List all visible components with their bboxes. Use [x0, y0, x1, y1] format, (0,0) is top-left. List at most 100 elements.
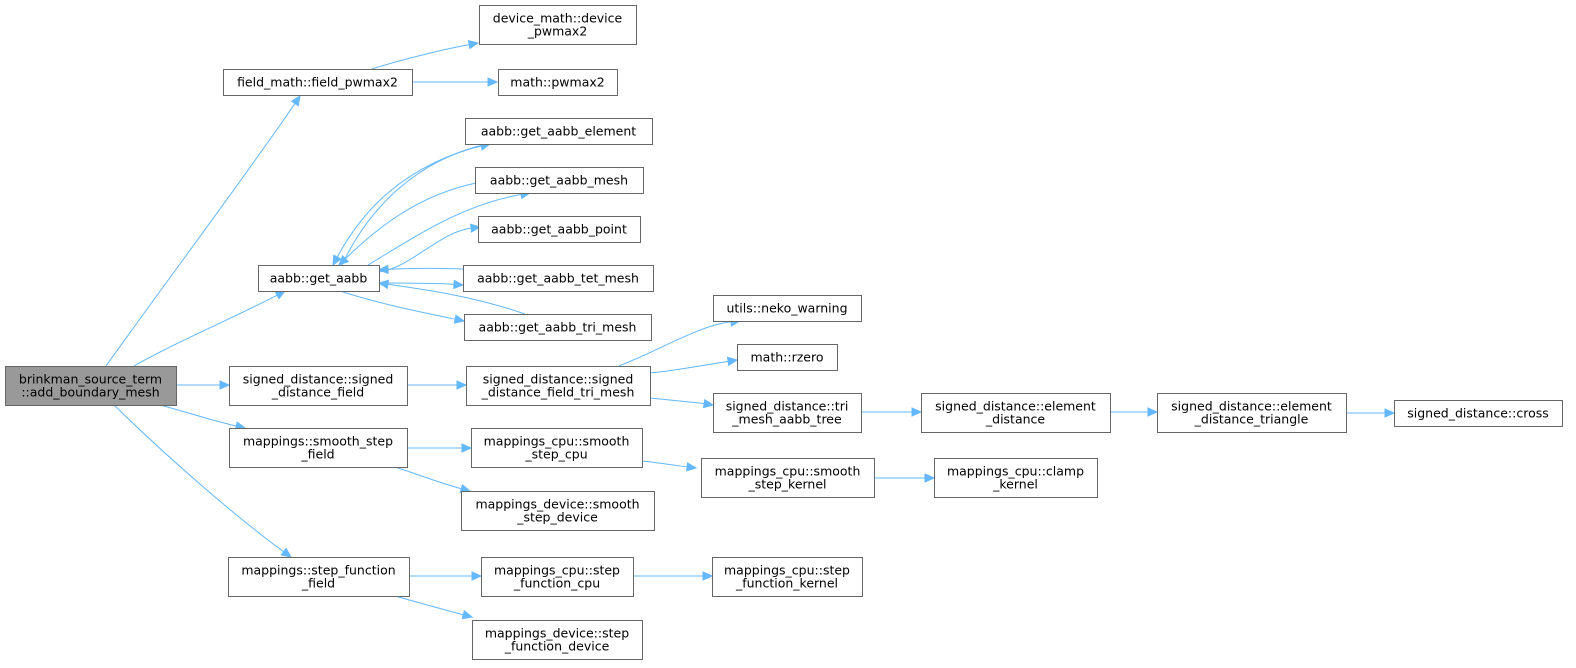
node-rzero[interactable]: math::rzero — [737, 344, 838, 371]
edge-line — [339, 290, 456, 320]
node-element-distance-triangle[interactable]: signed_distance::element_distance_triang… — [1157, 393, 1347, 433]
arrow-head-icon — [467, 40, 480, 50]
edge-line — [371, 44, 470, 70]
node-smooth-step-field[interactable]: mappings::smooth_step_field — [229, 428, 408, 468]
arrow-head-icon — [280, 547, 292, 558]
edge-line — [387, 283, 526, 315]
node-get-aabb-point[interactable]: aabb::get_aabb_point — [478, 216, 641, 243]
node-label: aabb::get_aabb — [270, 271, 368, 286]
node-box — [701, 458, 875, 498]
node-box — [498, 69, 618, 96]
node-signed-distance-field[interactable]: signed_distance::signed_distance_field — [229, 366, 408, 406]
edge-root-to-step-function-field — [113, 404, 292, 558]
node-box — [478, 216, 641, 243]
edge-line — [618, 321, 732, 367]
arrow-head-icon — [274, 290, 287, 300]
node-box — [464, 314, 652, 341]
arrow-head-icon — [726, 356, 739, 367]
edge-line — [649, 397, 705, 405]
node-box — [481, 557, 634, 597]
edge-smooth-step-field-to-smooth-step-cpu — [407, 443, 473, 453]
node-root: brinkman_source_term::add_boundary_mesh — [5, 366, 177, 406]
edge-smooth-step-kernel-to-clamp-kernel — [874, 473, 936, 483]
node-label: mappings_device::step — [485, 626, 629, 641]
edge-root-to-field-pwmax2 — [105, 94, 301, 367]
node-label: _distance — [985, 412, 1046, 427]
node-sdf-tri-mesh[interactable]: signed_distance::signed_distance_field_t… — [466, 366, 651, 406]
edge-element-distance-to-element-distance-triangle — [1110, 407, 1159, 417]
node-get-aabb-tet-mesh[interactable]: aabb::get_aabb_tet_mesh — [463, 265, 654, 292]
edge-element-distance-triangle-to-cross — [1345, 408, 1396, 418]
node-box — [471, 428, 643, 468]
node-label: mappings_device::smooth — [475, 497, 639, 512]
node-label: _field — [301, 576, 335, 591]
edge-tri-mesh-aabb-tree-to-element-distance — [861, 407, 923, 417]
node-label: mappings_cpu::step — [494, 563, 620, 578]
node-smooth-step-cpu[interactable]: mappings_cpu::smooth_step_cpu — [471, 428, 643, 468]
node-device-pwmax2[interactable]: device_math::device_pwmax2 — [479, 5, 637, 45]
node-box — [934, 458, 1098, 498]
node-element-distance[interactable]: signed_distance::element_distance — [921, 393, 1111, 433]
node-label: _function_device — [504, 639, 610, 654]
node-label: _distance_field_tri_mesh — [481, 385, 635, 400]
edge-get-aabb-to-get-aabb-point — [378, 223, 482, 273]
arrow-head-icon — [702, 398, 715, 409]
node-label: _mesh_aabb_tree — [731, 412, 842, 427]
edge-get-aabb-element-to-get-aabb — [332, 142, 491, 267]
node-label: _distance_triangle — [1194, 412, 1309, 427]
arrow-head-icon — [332, 254, 342, 267]
node-label: signed_distance::signed — [243, 372, 394, 387]
edge-line — [336, 142, 491, 258]
arrow-head-icon — [461, 609, 474, 620]
edge-step-function-cpu-to-step-function-kernel — [633, 571, 714, 581]
arrow-head-icon — [1384, 408, 1396, 418]
node-label: mappings::step_function — [241, 563, 395, 578]
arrow-head-icon — [1147, 407, 1159, 417]
nodes-layer: brinkman_source_term::add_boundary_mesh f… — [5, 5, 1563, 660]
node-label: _function_cpu — [513, 576, 600, 591]
node-label: _step_device — [516, 510, 598, 525]
edge-line — [105, 103, 296, 367]
node-get-aabb[interactable]: aabb::get_aabb — [258, 265, 380, 292]
node-get-aabb-element[interactable]: aabb::get_aabb_element — [465, 118, 653, 145]
node-label: signed_distance::cross — [1407, 406, 1549, 421]
edge-get-aabb-to-get-aabb-element — [341, 141, 492, 266]
edge-sdf-tri-mesh-to-tri-mesh-aabb-tree — [649, 397, 715, 409]
node-label: signed_distance::tri — [726, 399, 849, 414]
node-box — [921, 393, 1111, 433]
node-step-function-kernel[interactable]: mappings_cpu::step_function_kernel — [712, 557, 863, 597]
node-box — [737, 344, 838, 371]
arrow-head-icon — [290, 94, 301, 107]
node-box — [461, 491, 655, 531]
node-box — [465, 118, 653, 145]
arrow-head-icon — [471, 571, 483, 581]
node-get-aabb-tri-mesh[interactable]: aabb::get_aabb_tri_mesh — [464, 314, 652, 341]
node-step-function-cpu[interactable]: mappings_cpu::step_function_cpu — [481, 557, 634, 597]
node-box — [472, 620, 643, 660]
node-math-pwmax2[interactable]: math::pwmax2 — [498, 69, 618, 96]
edge-field-pwmax2-to-math-pwmax2 — [412, 77, 499, 87]
node-step-function-field[interactable]: mappings::step_function_field — [228, 557, 410, 597]
node-box — [229, 366, 408, 406]
node-tri-mesh-aabb-tree[interactable]: signed_distance::tri_mesh_aabb_tree — [713, 393, 862, 433]
node-cross[interactable]: signed_distance::cross — [1394, 400, 1563, 427]
arrow-head-icon — [702, 571, 714, 581]
node-label: device_math::device — [493, 11, 623, 26]
edge-signed-distance-field-to-sdf-tri-mesh — [407, 380, 468, 390]
node-clamp-kernel[interactable]: mappings_cpu::clamp_kernel — [934, 458, 1098, 498]
node-field-pwmax2[interactable]: field_math::field_pwmax2 — [223, 69, 413, 96]
node-smooth-step-kernel[interactable]: mappings_cpu::smooth_step_kernel — [701, 458, 875, 498]
node-step-function-device[interactable]: mappings_device::step_function_device — [472, 620, 643, 660]
node-get-aabb-mesh[interactable]: aabb::get_aabb_mesh — [475, 167, 644, 194]
arrow-head-icon — [685, 462, 698, 472]
node-box — [1394, 400, 1563, 427]
node-smooth-step-device[interactable]: mappings_device::smooth_step_device — [461, 491, 655, 531]
node-neko-warning[interactable]: utils::neko_warning — [713, 295, 862, 322]
edges-layer — [105, 40, 1396, 620]
node-label: aabb::get_aabb_point — [491, 222, 627, 237]
node-box — [223, 69, 413, 96]
node-box — [228, 557, 410, 597]
arrow-head-icon — [469, 223, 482, 233]
node-label: mappings_cpu::step — [724, 563, 850, 578]
